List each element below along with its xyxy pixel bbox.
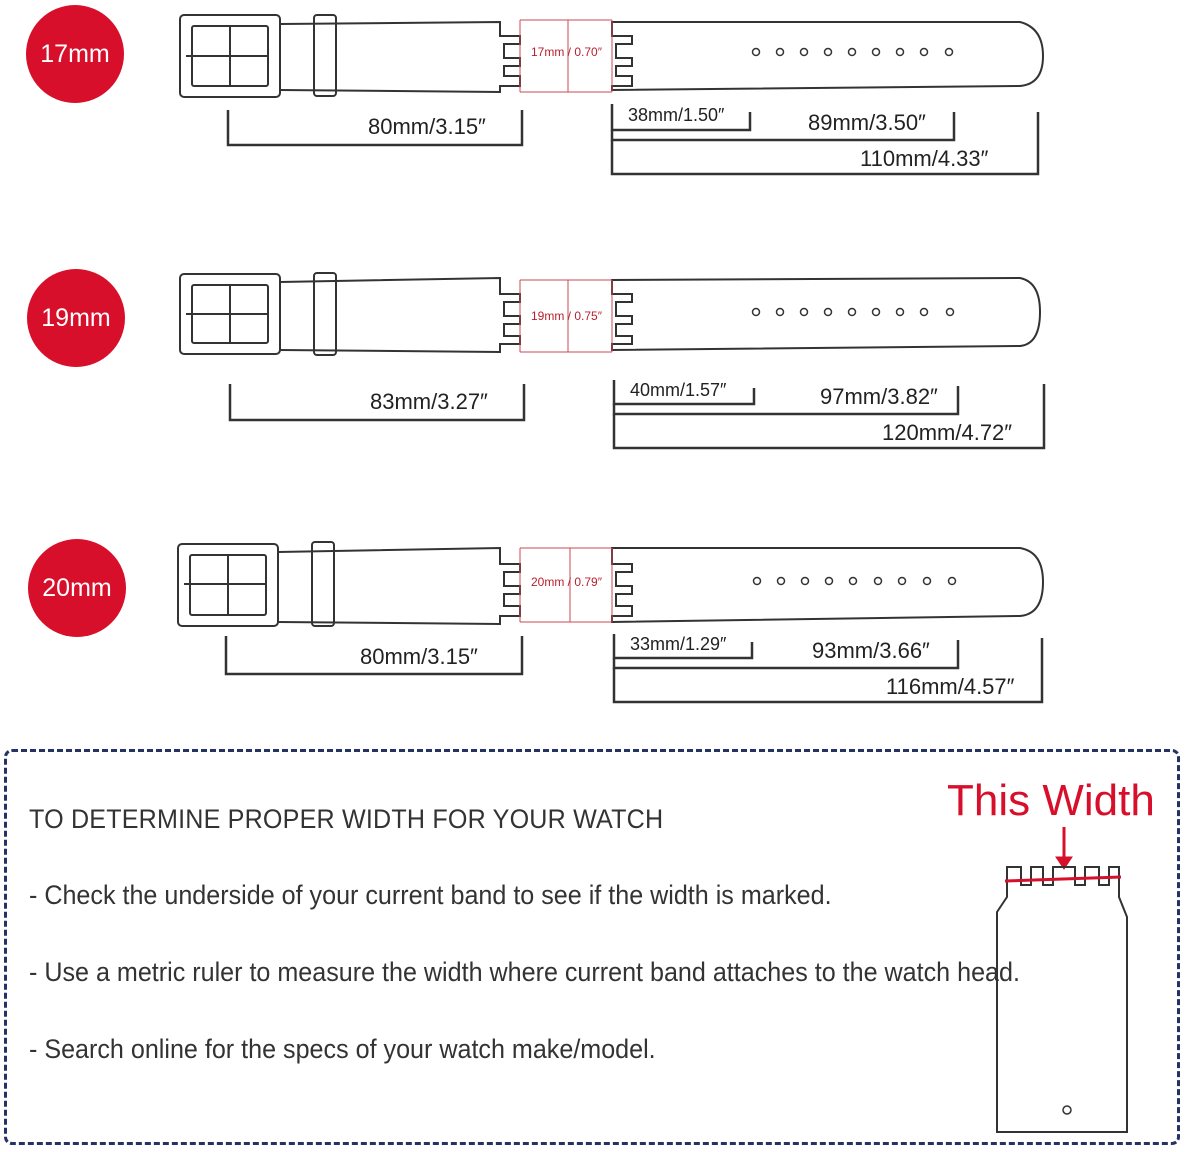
hole-offset-length: 40mm/1.57″ xyxy=(630,380,727,400)
size-badge: 19mm xyxy=(27,269,125,367)
hole-side-length: 93mm/3.66″ xyxy=(812,638,930,663)
buckle-side-length: 80mm/3.15″ xyxy=(360,644,478,669)
hole-offset-length: 33mm/1.29″ xyxy=(630,634,727,654)
strap-end-illustration xyxy=(996,827,1128,1133)
hole-side-length: 89mm/3.50″ xyxy=(808,110,926,135)
strap-diagram xyxy=(179,272,1046,450)
strap-row-19mm: 19mm 19mm / 0.75″ xyxy=(0,264,1185,494)
instruction-line: - Check the underside of your current ba… xyxy=(29,880,832,910)
strap-diagram xyxy=(179,14,1045,176)
hole-side-total-length: 120mm/4.72″ xyxy=(882,420,1013,445)
this-width-callout: This Width xyxy=(947,776,1155,825)
strap-width-label: 19mm / 0.75″ xyxy=(531,309,602,323)
instructions-title: TO DETERMINE PROPER WIDTH FOR YOUR WATCH xyxy=(29,804,664,834)
hole-side-total-length: 110mm/4.33″ xyxy=(860,146,989,171)
instruction-line: - Use a metric ruler to measure the widt… xyxy=(29,957,1020,987)
width-instructions-panel: TO DETERMINE PROPER WIDTH FOR YOUR WATCH… xyxy=(4,749,1180,1145)
strap-diagram xyxy=(177,541,1045,704)
size-badge: 20mm xyxy=(28,539,126,637)
buckle-side-length: 80mm/3.15″ xyxy=(368,114,486,139)
hole-side-total-length: 116mm/4.57″ xyxy=(886,674,1015,699)
hole-side-length: 97mm/3.82″ xyxy=(820,384,938,409)
strap-width-label: 17mm / 0.70″ xyxy=(531,45,602,59)
buckle-side-length: 83mm/3.27″ xyxy=(370,389,488,414)
instruction-line: - Search online for the specs of your wa… xyxy=(29,1034,656,1064)
strap-width-label: 20mm / 0.79″ xyxy=(531,575,602,589)
size-badge: 17mm xyxy=(26,5,124,103)
strap-row-17mm: 17mm xyxy=(0,0,1185,230)
hole-offset-length: 38mm/1.50″ xyxy=(628,105,725,125)
strap-row-20mm: 20mm 20mm / 0.79″ xyxy=(0,534,1185,764)
